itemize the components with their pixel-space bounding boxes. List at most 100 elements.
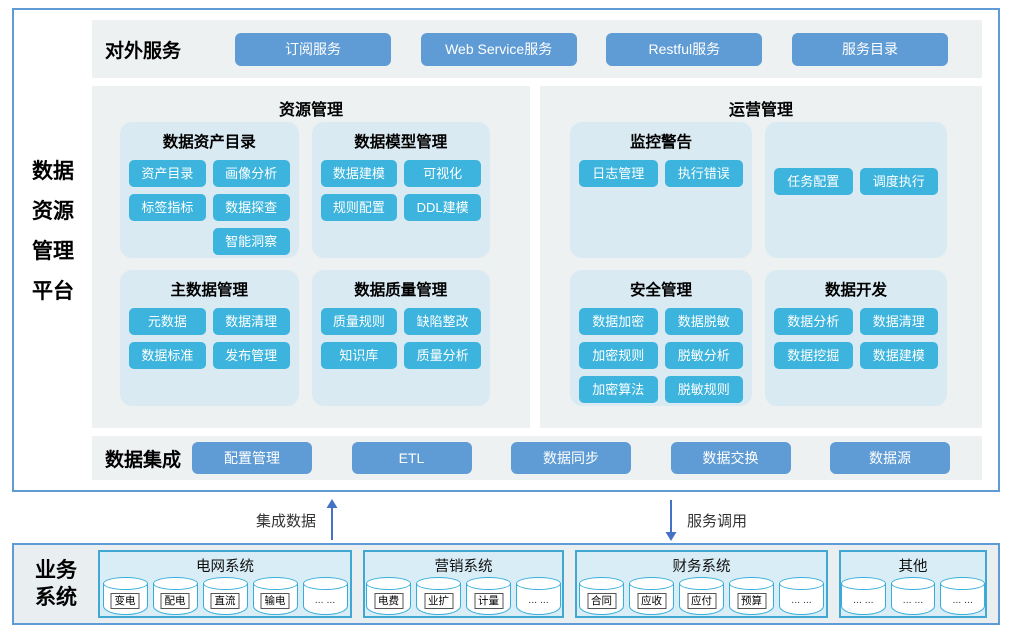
module-chip: 数据脱敏 xyxy=(664,308,743,335)
database-icon: ... ... xyxy=(516,577,561,615)
card-modules: 数据建模 可视化 规则配置 DDL建模 xyxy=(312,160,491,221)
module-chip: 质量规则 xyxy=(320,308,398,335)
database-icon: 预算 xyxy=(729,577,774,615)
module-chip: 知识库 xyxy=(320,342,398,369)
resource-management-cards: 数据资产目录 资产目录 画像分析 标签指标 数据探查 智能洞察 数据模型管理 数… xyxy=(92,122,530,406)
database-icon: ... ... xyxy=(779,577,824,615)
platform-title: 数据 资源 管理 平台 xyxy=(20,152,86,312)
database-icon: 应收 xyxy=(629,577,674,615)
database-label: ... ... xyxy=(902,594,924,606)
database-icon: 输电 xyxy=(252,577,298,615)
business-systems-groups: 电网系统 变电 配电 直流 输电 ... ... 营销系统 电费 业扩 计量 .… xyxy=(98,550,998,618)
database-top-ellipse xyxy=(152,577,198,590)
integration-box-sync: 数据同步 xyxy=(511,442,631,474)
module-chip: 发布管理 xyxy=(212,342,290,369)
module-chip: 标签指标 xyxy=(129,194,206,221)
service-box-restful: Restful服务 xyxy=(606,32,763,66)
integration-box-config: 配置管理 xyxy=(192,442,312,474)
database-label: ... ... xyxy=(791,594,812,606)
module-chip: 脱敏规则 xyxy=(664,376,743,403)
database-label: 直流 xyxy=(210,593,240,609)
platform-title-line: 资源 xyxy=(32,200,74,223)
module-chip: 脱敏分析 xyxy=(664,342,743,369)
module-chip: 加密算法 xyxy=(579,376,658,403)
module-chip: 数据加密 xyxy=(579,308,658,335)
module-chip: 调度执行 xyxy=(859,168,938,195)
card-modules: 数据分析 数据清理 数据挖掘 数据建模 xyxy=(765,308,947,369)
module-chip: 数据探查 xyxy=(212,194,290,221)
database-label: 计量 xyxy=(474,593,503,609)
database-label: ... ... xyxy=(314,594,336,606)
card-data-model-management: 数据模型管理 数据建模 可视化 规则配置 DDL建模 xyxy=(311,122,491,258)
module-chip: 加密规则 xyxy=(579,342,658,369)
database-top-ellipse xyxy=(466,577,511,590)
database-label: 预算 xyxy=(737,593,766,609)
card-modules: 数据加密 数据脱敏 加密规则 脱敏分析 加密算法 脱敏规则 xyxy=(570,308,752,403)
group-title: 电网系统 xyxy=(196,559,254,575)
database-top-ellipse xyxy=(202,577,248,590)
database-icon: ... ... xyxy=(302,577,348,615)
business-systems-box: 业务 系统 电网系统 变电 配电 直流 输电 ... ... 营销系统 电费 业… xyxy=(12,543,1000,625)
database-top-ellipse xyxy=(841,577,886,590)
data-integration-label: 数据集成 xyxy=(105,449,182,471)
module-chip: 质量分析 xyxy=(404,342,481,369)
database-top-ellipse xyxy=(940,577,986,590)
module-chip: 数据标准 xyxy=(129,342,206,369)
business-systems-label-line: 系统 xyxy=(35,586,77,609)
group-title: 财务系统 xyxy=(672,559,731,575)
card-title: 监控警告 xyxy=(629,134,692,151)
database-icon: 变电 xyxy=(102,577,148,615)
operations-management-title: 运营管理 xyxy=(728,102,793,119)
database-top-ellipse xyxy=(516,577,561,590)
group-finance-system: 财务系统 合同 应收 应付 预算 ... ... xyxy=(575,550,828,618)
database-label: ... ... xyxy=(952,594,973,606)
card-task-scheduling: 任务配置 调度执行 xyxy=(765,122,947,258)
card-title: 数据质量管理 xyxy=(354,282,448,299)
integration-box-etl: ETL xyxy=(351,442,472,474)
module-chip: 可视化 xyxy=(404,160,481,187)
card-title: 数据开发 xyxy=(824,282,887,299)
module-chip: 数据挖掘 xyxy=(774,342,853,369)
group-databases: 变电 配电 直流 输电 ... ... xyxy=(100,577,350,615)
data-integration-buttons: 配置管理 ETL 数据同步 数据交换 数据源 xyxy=(192,442,982,474)
external-services-label: 对外服务 xyxy=(105,40,182,62)
database-label: ... ... xyxy=(853,594,874,606)
module-chip: 智能洞察 xyxy=(212,228,290,255)
business-systems-label: 业务 系统 xyxy=(14,557,98,611)
database-top-ellipse xyxy=(579,577,624,590)
card-data-development: 数据开发 数据分析 数据清理 数据挖掘 数据建模 xyxy=(765,270,947,406)
database-top-ellipse xyxy=(366,577,411,590)
module-chip: 画像分析 xyxy=(212,160,290,187)
card-title: 安全管理 xyxy=(629,282,692,299)
database-label: 应收 xyxy=(637,593,666,609)
database-top-ellipse xyxy=(302,577,348,590)
card-modules: 任务配置 调度执行 xyxy=(765,168,947,195)
database-label: 电费 xyxy=(374,593,403,609)
database-icon: 应付 xyxy=(679,577,724,615)
database-top-ellipse xyxy=(416,577,461,590)
database-top-ellipse xyxy=(252,577,298,590)
module-chip: 数据清理 xyxy=(859,308,938,335)
database-label: 变电 xyxy=(110,593,140,609)
operations-management-cards: 监控警告 日志管理 执行错误 任务配置 调度执行 安全管理 数据加密 数据脱敏 … xyxy=(540,122,982,406)
card-modules: 质量规则 缺陷整改 知识库 质量分析 xyxy=(312,308,491,369)
module-chip: 规则配置 xyxy=(320,194,398,221)
group-title: 其他 xyxy=(898,559,928,575)
module-chip: 任务配置 xyxy=(774,168,853,195)
arrow-down-icon xyxy=(665,500,677,541)
database-icon: 计量 xyxy=(466,577,511,615)
card-title: 数据模型管理 xyxy=(354,134,448,151)
database-icon: 合同 xyxy=(579,577,624,615)
card-master-data-management: 主数据管理 元数据 数据清理 数据标准 发布管理 xyxy=(120,270,299,406)
module-chip: 数据分析 xyxy=(774,308,853,335)
integration-box-exchange: 数据交换 xyxy=(670,442,791,474)
database-icon: 直流 xyxy=(202,577,248,615)
database-icon: ... ... xyxy=(890,577,936,615)
module-chip: DDL建模 xyxy=(404,194,481,221)
flow-up-label: 集成数据 xyxy=(256,512,317,530)
data-integration-bar: 数据集成 配置管理 ETL 数据同步 数据交换 数据源 xyxy=(92,436,982,480)
flow-integrate-data: 集成数据 xyxy=(256,499,339,541)
database-label: 输电 xyxy=(260,593,290,609)
arrow-up-icon xyxy=(326,499,338,540)
external-services-bar: 对外服务 订阅服务 Web Service服务 Restful服务 服务目录 xyxy=(92,20,982,78)
